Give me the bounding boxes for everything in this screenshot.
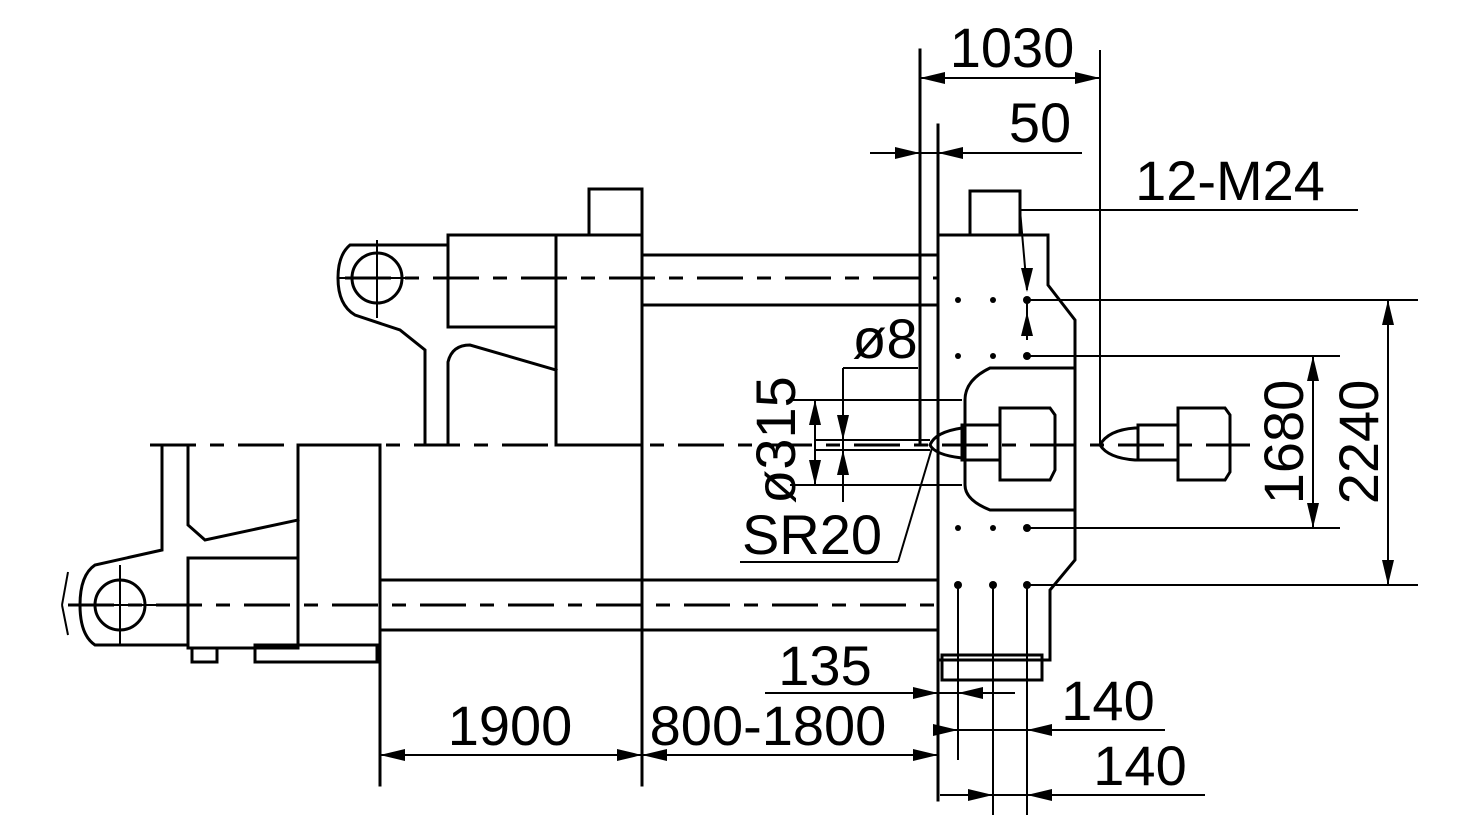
dimension-labels: 1030 50 12-M24 ø8 ø315 SR20 1680 2240 13… [448, 16, 1390, 797]
label-nozzle-radius: SR20 [742, 503, 882, 566]
label-bolt-pitch-outer: 2240 [1327, 380, 1390, 505]
machine-outline [61, 48, 1250, 802]
bolt-pattern [954, 296, 1031, 815]
label-bolt-spec: 12-M24 [1135, 149, 1325, 212]
label-ejector-offset: 135 [778, 634, 871, 697]
label-mould-height-range: 800-1800 [650, 694, 887, 757]
label-bolt-pitch-inner: 1680 [1252, 380, 1315, 505]
label-plate-offset: 50 [1009, 91, 1071, 154]
label-bolt-spacing-b: 140 [1093, 734, 1186, 797]
label-locating-ring: ø315 [744, 376, 807, 504]
label-nozzle-hole: ø8 [852, 307, 917, 370]
dimension-lines [380, 50, 1418, 801]
label-bolt-spacing-a: 140 [1061, 669, 1154, 732]
label-overall-depth: 1030 [950, 16, 1075, 79]
label-toggle-length: 1900 [448, 694, 573, 757]
